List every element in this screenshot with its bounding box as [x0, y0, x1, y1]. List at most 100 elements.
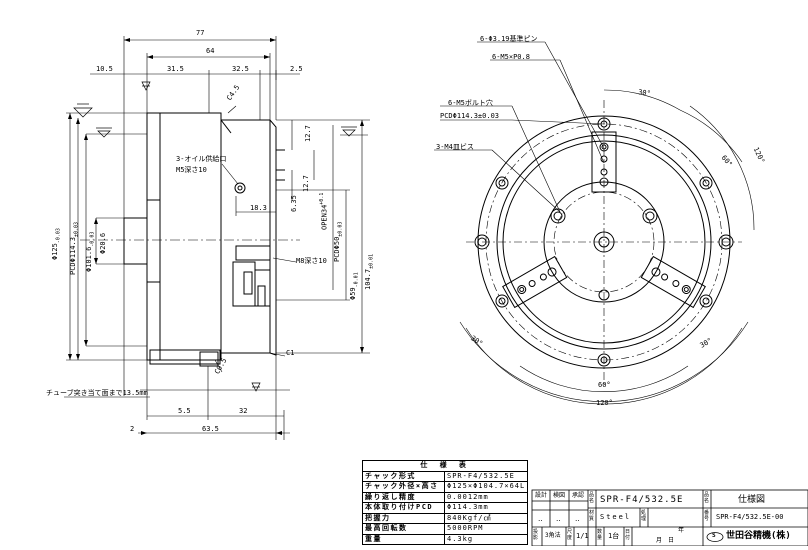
- note-c1: C1: [286, 349, 295, 357]
- dim-bottom-d2: 32: [239, 407, 248, 415]
- boss-dia-tol: -0.03: [89, 231, 96, 247]
- tb-qty: 1台: [608, 532, 620, 540]
- tb-year: 年: [678, 527, 685, 534]
- dia59-tol: -0.01: [353, 272, 360, 288]
- height-tol: ±0.01: [368, 253, 375, 269]
- height-value: 104.7: [364, 268, 372, 290]
- dim-bottom-d1: 5.5: [178, 407, 191, 415]
- tb-drawing-title: 仕様図: [738, 495, 766, 505]
- spec-value: 840Kgf/㎠: [443, 512, 529, 524]
- spec-header-row: 仕 様 表: [361, 460, 529, 472]
- tb-title-label: 品名: [704, 492, 710, 504]
- tb-placeholder: ‥: [538, 515, 543, 523]
- tb-check-label: 検図: [553, 492, 566, 499]
- callout-m4: 3-M4皿ビス: [436, 143, 474, 151]
- spec-label: 重量: [362, 533, 445, 545]
- surface-finish-marks: [73, 81, 357, 392]
- pcd-tol: ±0.03: [73, 222, 80, 238]
- boss-dia-value: Φ101.6: [85, 246, 93, 272]
- dim-overall-width: 77: [196, 29, 205, 37]
- dim-mid-right: 32.5: [232, 65, 249, 73]
- outer-dia-tol: -0.03: [55, 228, 62, 244]
- dim-bottom-overall: 63.5: [202, 425, 219, 433]
- callout-pin: 6-Φ3.19基準ピン: [480, 35, 538, 43]
- tb-scale-label: 尺度: [567, 529, 573, 541]
- note-tube: チューブ突き当て面まで13.5mm: [46, 389, 148, 397]
- spec-label: チャック形式: [362, 470, 445, 482]
- callout-pcd: PCDΦ114.3±0.03: [440, 112, 500, 120]
- front-dimension-lines: [434, 41, 755, 405]
- tb-treatment-label: 処理: [641, 510, 647, 522]
- angle-120-bottom: 120°: [596, 399, 613, 407]
- front-view-outline: [466, 100, 742, 384]
- arrowheads: [68, 38, 364, 435]
- pcd50-value: PCDΦ50: [333, 236, 341, 262]
- spec-value: Φ114.3mm: [443, 502, 529, 514]
- note-oil-port-spec: M5深さ10: [176, 166, 207, 174]
- tb-qty-label: 数量: [597, 529, 603, 541]
- dim-open: OPEN34+0.1: [319, 192, 329, 230]
- side-view-outline: [123, 112, 285, 367]
- open-tol: +0.1: [319, 192, 325, 205]
- dia59-value: Φ59: [349, 287, 357, 300]
- dim-pcd50: PCDΦ50±0.03: [333, 221, 344, 262]
- dim-boss-dia: Φ101.6-0.03: [85, 231, 96, 272]
- tb-design-label: 設計: [535, 492, 548, 499]
- pcd50-tol: ±0.03: [337, 221, 344, 237]
- tb-approve-label: 承認: [572, 492, 585, 499]
- dim-outer-dia: Φ125-0.03: [51, 228, 62, 260]
- note-m8: M8深さ10: [296, 257, 327, 265]
- spec-label: 本体取り付けPCD: [362, 502, 445, 514]
- dim-right-d1: 12.7: [304, 125, 312, 142]
- dim-bore-dia: Φ20.6: [99, 232, 107, 254]
- tb-projection-label: 投影: [533, 529, 539, 541]
- dim-height: 104.7±0.01: [364, 253, 375, 290]
- outer-dia-value: Φ125: [51, 243, 59, 260]
- tb-company: 世田谷精機(株): [726, 531, 791, 541]
- note-oil-port: 3-オイル供給口: [176, 155, 227, 163]
- dim-body-width: 64: [206, 47, 215, 55]
- tb-placeholder: ‥: [556, 515, 561, 523]
- dim-mid-left: 31.5: [167, 65, 184, 73]
- tb-drawing-no: SPR-F4/532.5E-00: [716, 513, 784, 521]
- open-value: OPEN34: [320, 204, 329, 230]
- spec-value: 4.3kg: [443, 533, 529, 545]
- dim-inner-width: 18.3: [250, 204, 267, 212]
- tb-material-label: 材質: [589, 510, 595, 522]
- spec-label: 最高回転数: [362, 523, 445, 535]
- tb-name-label: 品名: [589, 492, 595, 504]
- spec-value: SPR-F4/532.5E: [443, 470, 529, 482]
- tb-company-mark: S: [712, 532, 716, 539]
- callout-m5-bolt: 6-M5ボルト穴: [448, 99, 493, 107]
- dim-right-step: 2.5: [290, 65, 303, 73]
- tb-date-label: 日付: [625, 529, 631, 541]
- spec-label: 把握力: [362, 512, 445, 524]
- tb-placeholder: ‥: [575, 515, 580, 523]
- company-logo-mark: [706, 532, 724, 542]
- tb-month-day: 月 日: [656, 537, 675, 544]
- title-block-frame: [531, 489, 808, 547]
- dim-dia59: Φ59-0.01: [349, 272, 360, 300]
- spec-label: チャック外径×高さ: [362, 481, 445, 493]
- tb-scale: 1/1: [576, 532, 589, 540]
- tb-material-value: Steel: [600, 513, 632, 521]
- tb-projection: 3角法: [545, 532, 561, 539]
- spec-value: 5000RPM: [443, 523, 529, 535]
- dim-pcd: PCDΦ114.3±0.03: [69, 222, 80, 275]
- dim-bottom-d3: 2: [130, 425, 135, 433]
- tb-drawing-no-label: 番号: [704, 510, 710, 522]
- spec-header: 仕 様 表: [361, 460, 529, 472]
- tb-name-value: SPR-F4/532.5E: [600, 495, 684, 505]
- dim-left-step: 10.5: [96, 65, 113, 73]
- spec-value: 0.0012mm: [443, 491, 529, 503]
- dim-right-d3: 12.7: [302, 175, 310, 192]
